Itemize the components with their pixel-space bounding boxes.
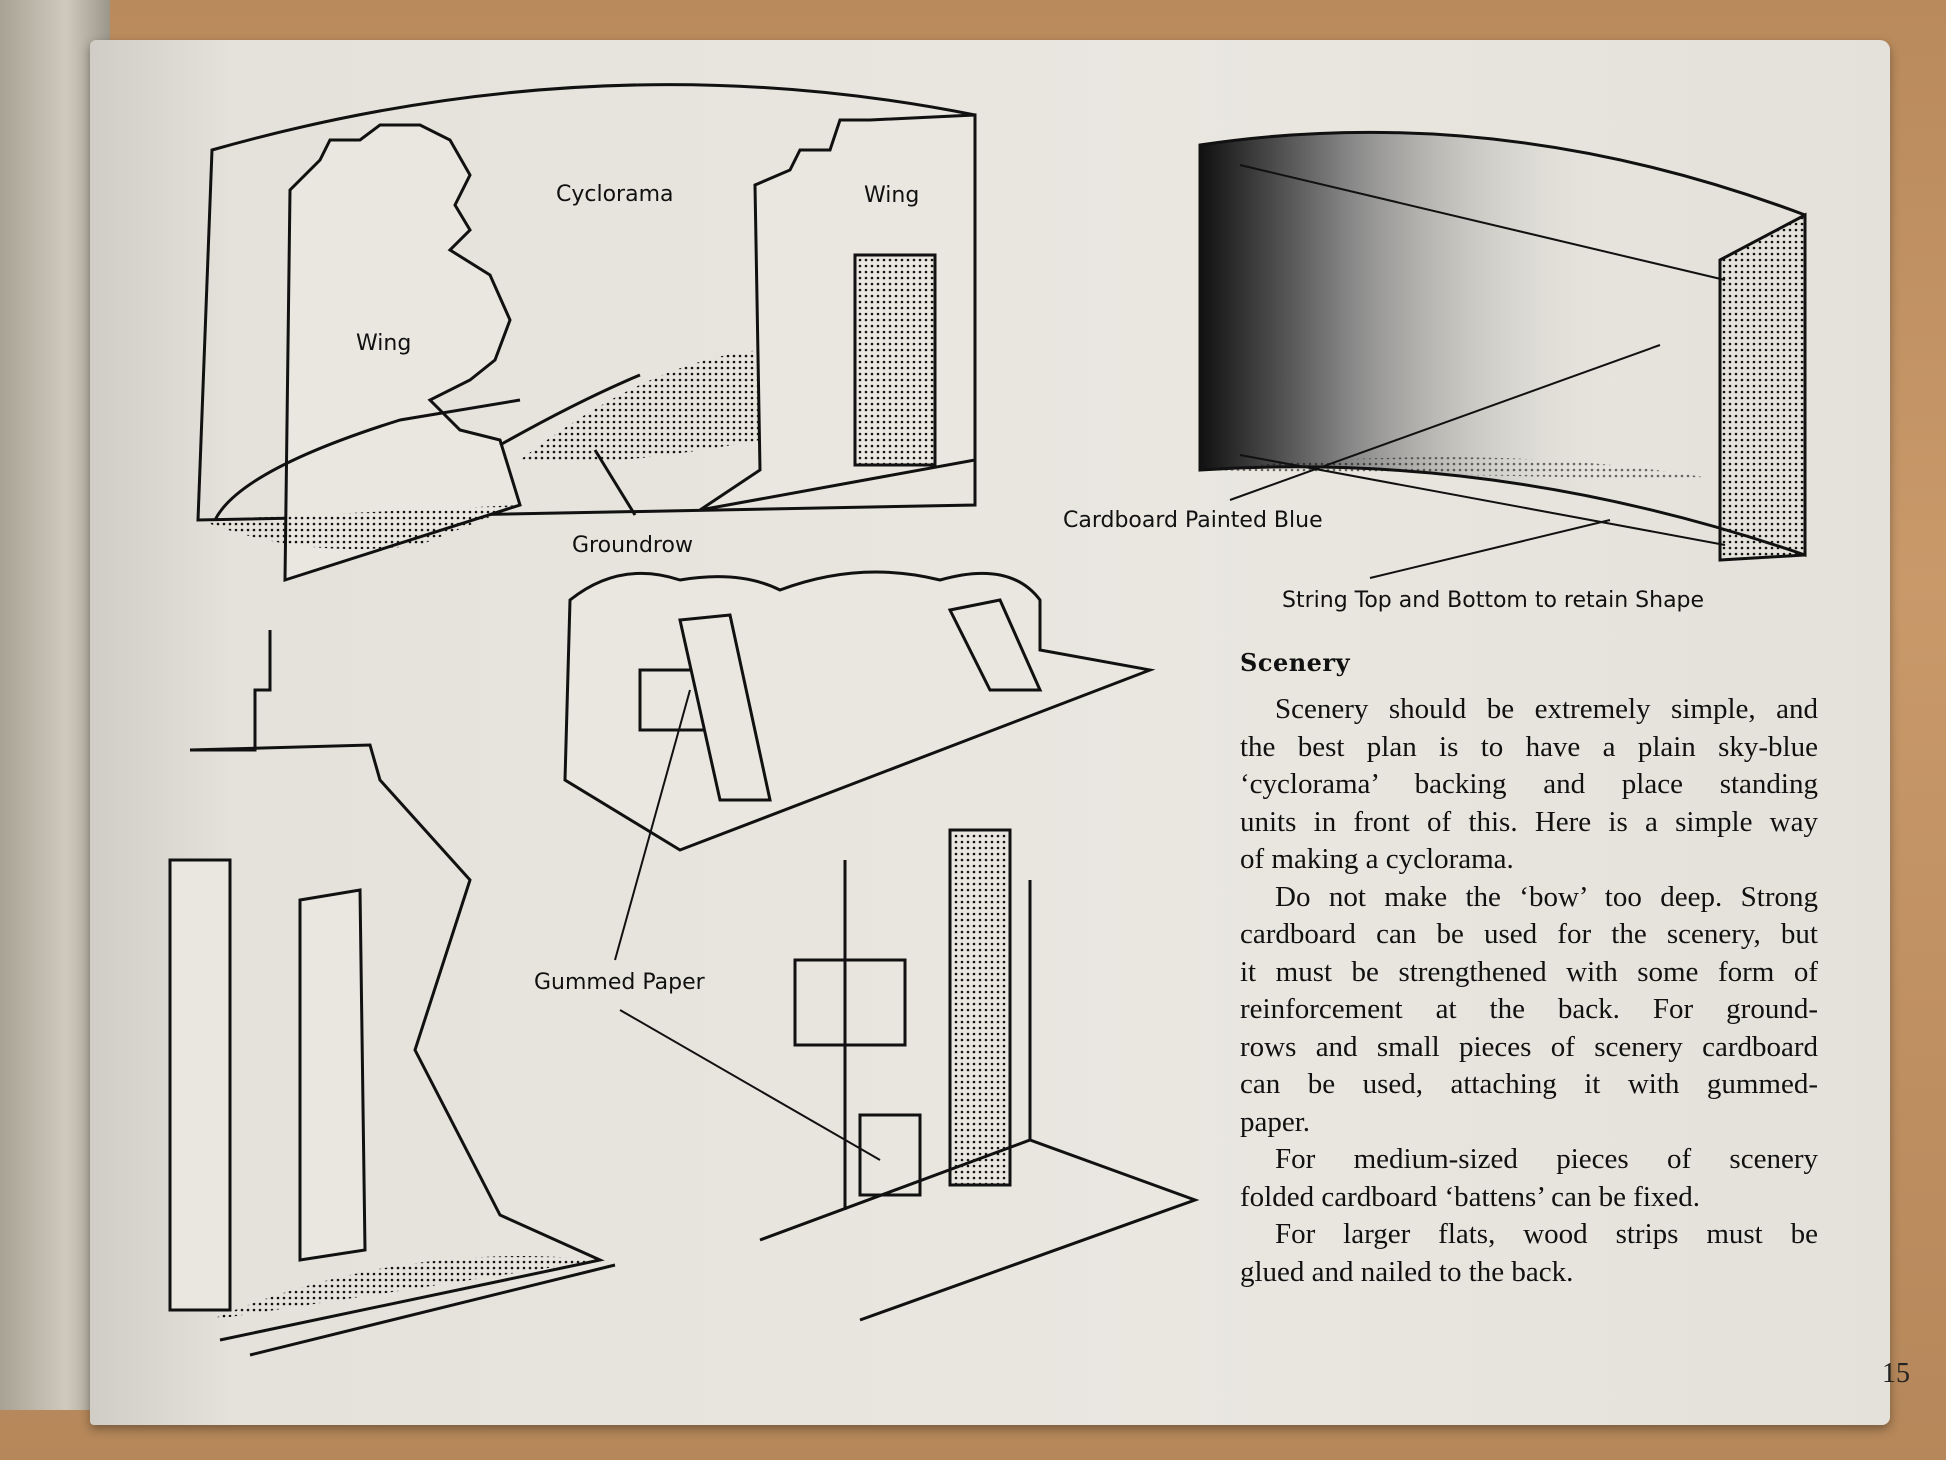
- article-scenery: Scenery Scenery should be extremely simp…: [1240, 648, 1818, 1291]
- text-line: Scenery should be extremely simple, and: [1275, 693, 1818, 725]
- label-cyclorama: Cyclorama: [556, 182, 674, 207]
- text-line: folded cardboard ‘battens’ can be fixed.: [1240, 1180, 1701, 1213]
- label-wing-left: Wing: [356, 331, 412, 356]
- batten-diagram: [619, 828, 1200, 1322]
- paragraph: Do not make the ‘bow’ too deep. Strong ca…: [1240, 879, 1818, 1142]
- article-heading: Scenery: [1240, 648, 1351, 677]
- label-string: String Top and Bottom to retain Shape: [1282, 588, 1705, 613]
- text-line: paper.: [1240, 1105, 1311, 1138]
- text-line: can be used, attaching it with gummed-: [1240, 1068, 1818, 1100]
- cyclorama-diagram: [1198, 130, 1807, 579]
- paragraph: Scenery should be extremely simple, and t…: [1240, 691, 1818, 879]
- text-line: Do not make the ‘bow’ too deep. Strong: [1275, 880, 1818, 913]
- label-groundrow: Groundrow: [572, 533, 693, 558]
- groundrow-diagram: [563, 570, 1156, 961]
- text-line: For medium-sized pieces of scenery: [1275, 1143, 1818, 1175]
- label-gummed-paper: Gummed Paper: [534, 970, 705, 995]
- text-line: it must be strengthened with some form o…: [1240, 955, 1818, 988]
- text-line: cardboard can be used for the scenery, b…: [1240, 918, 1818, 950]
- label-cardboard-painted-blue: Cardboard Painted Blue: [1063, 508, 1323, 533]
- text-line: units in front of this. Here is a simple…: [1240, 805, 1818, 838]
- text-line: For larger flats, wood strips must be: [1275, 1218, 1818, 1250]
- flat-front-diagram: [168, 630, 616, 1357]
- page-number: 15: [1882, 1358, 1910, 1389]
- article-body: Scenery should be extremely simple, and t…: [1240, 691, 1818, 1291]
- label-wing-right: Wing: [864, 183, 920, 208]
- text-line: ‘cyclorama’ backing and place standing: [1240, 768, 1818, 800]
- text-line: rows and small pieces of scenery cardboa…: [1240, 1030, 1818, 1063]
- text-line: glued and nailed to the back.: [1240, 1255, 1574, 1288]
- text-line: of making a cyclorama.: [1240, 843, 1514, 875]
- text-line: reinforcement at the back. For ground-: [1240, 993, 1818, 1025]
- text-line: the best plan is to have a plain sky-blu…: [1240, 730, 1818, 763]
- paragraph: For medium-sized pieces of scenery folded…: [1240, 1141, 1818, 1216]
- model-stage-diagram: [196, 83, 977, 583]
- paragraph: For larger flats, wood strips must be glu…: [1240, 1216, 1818, 1291]
